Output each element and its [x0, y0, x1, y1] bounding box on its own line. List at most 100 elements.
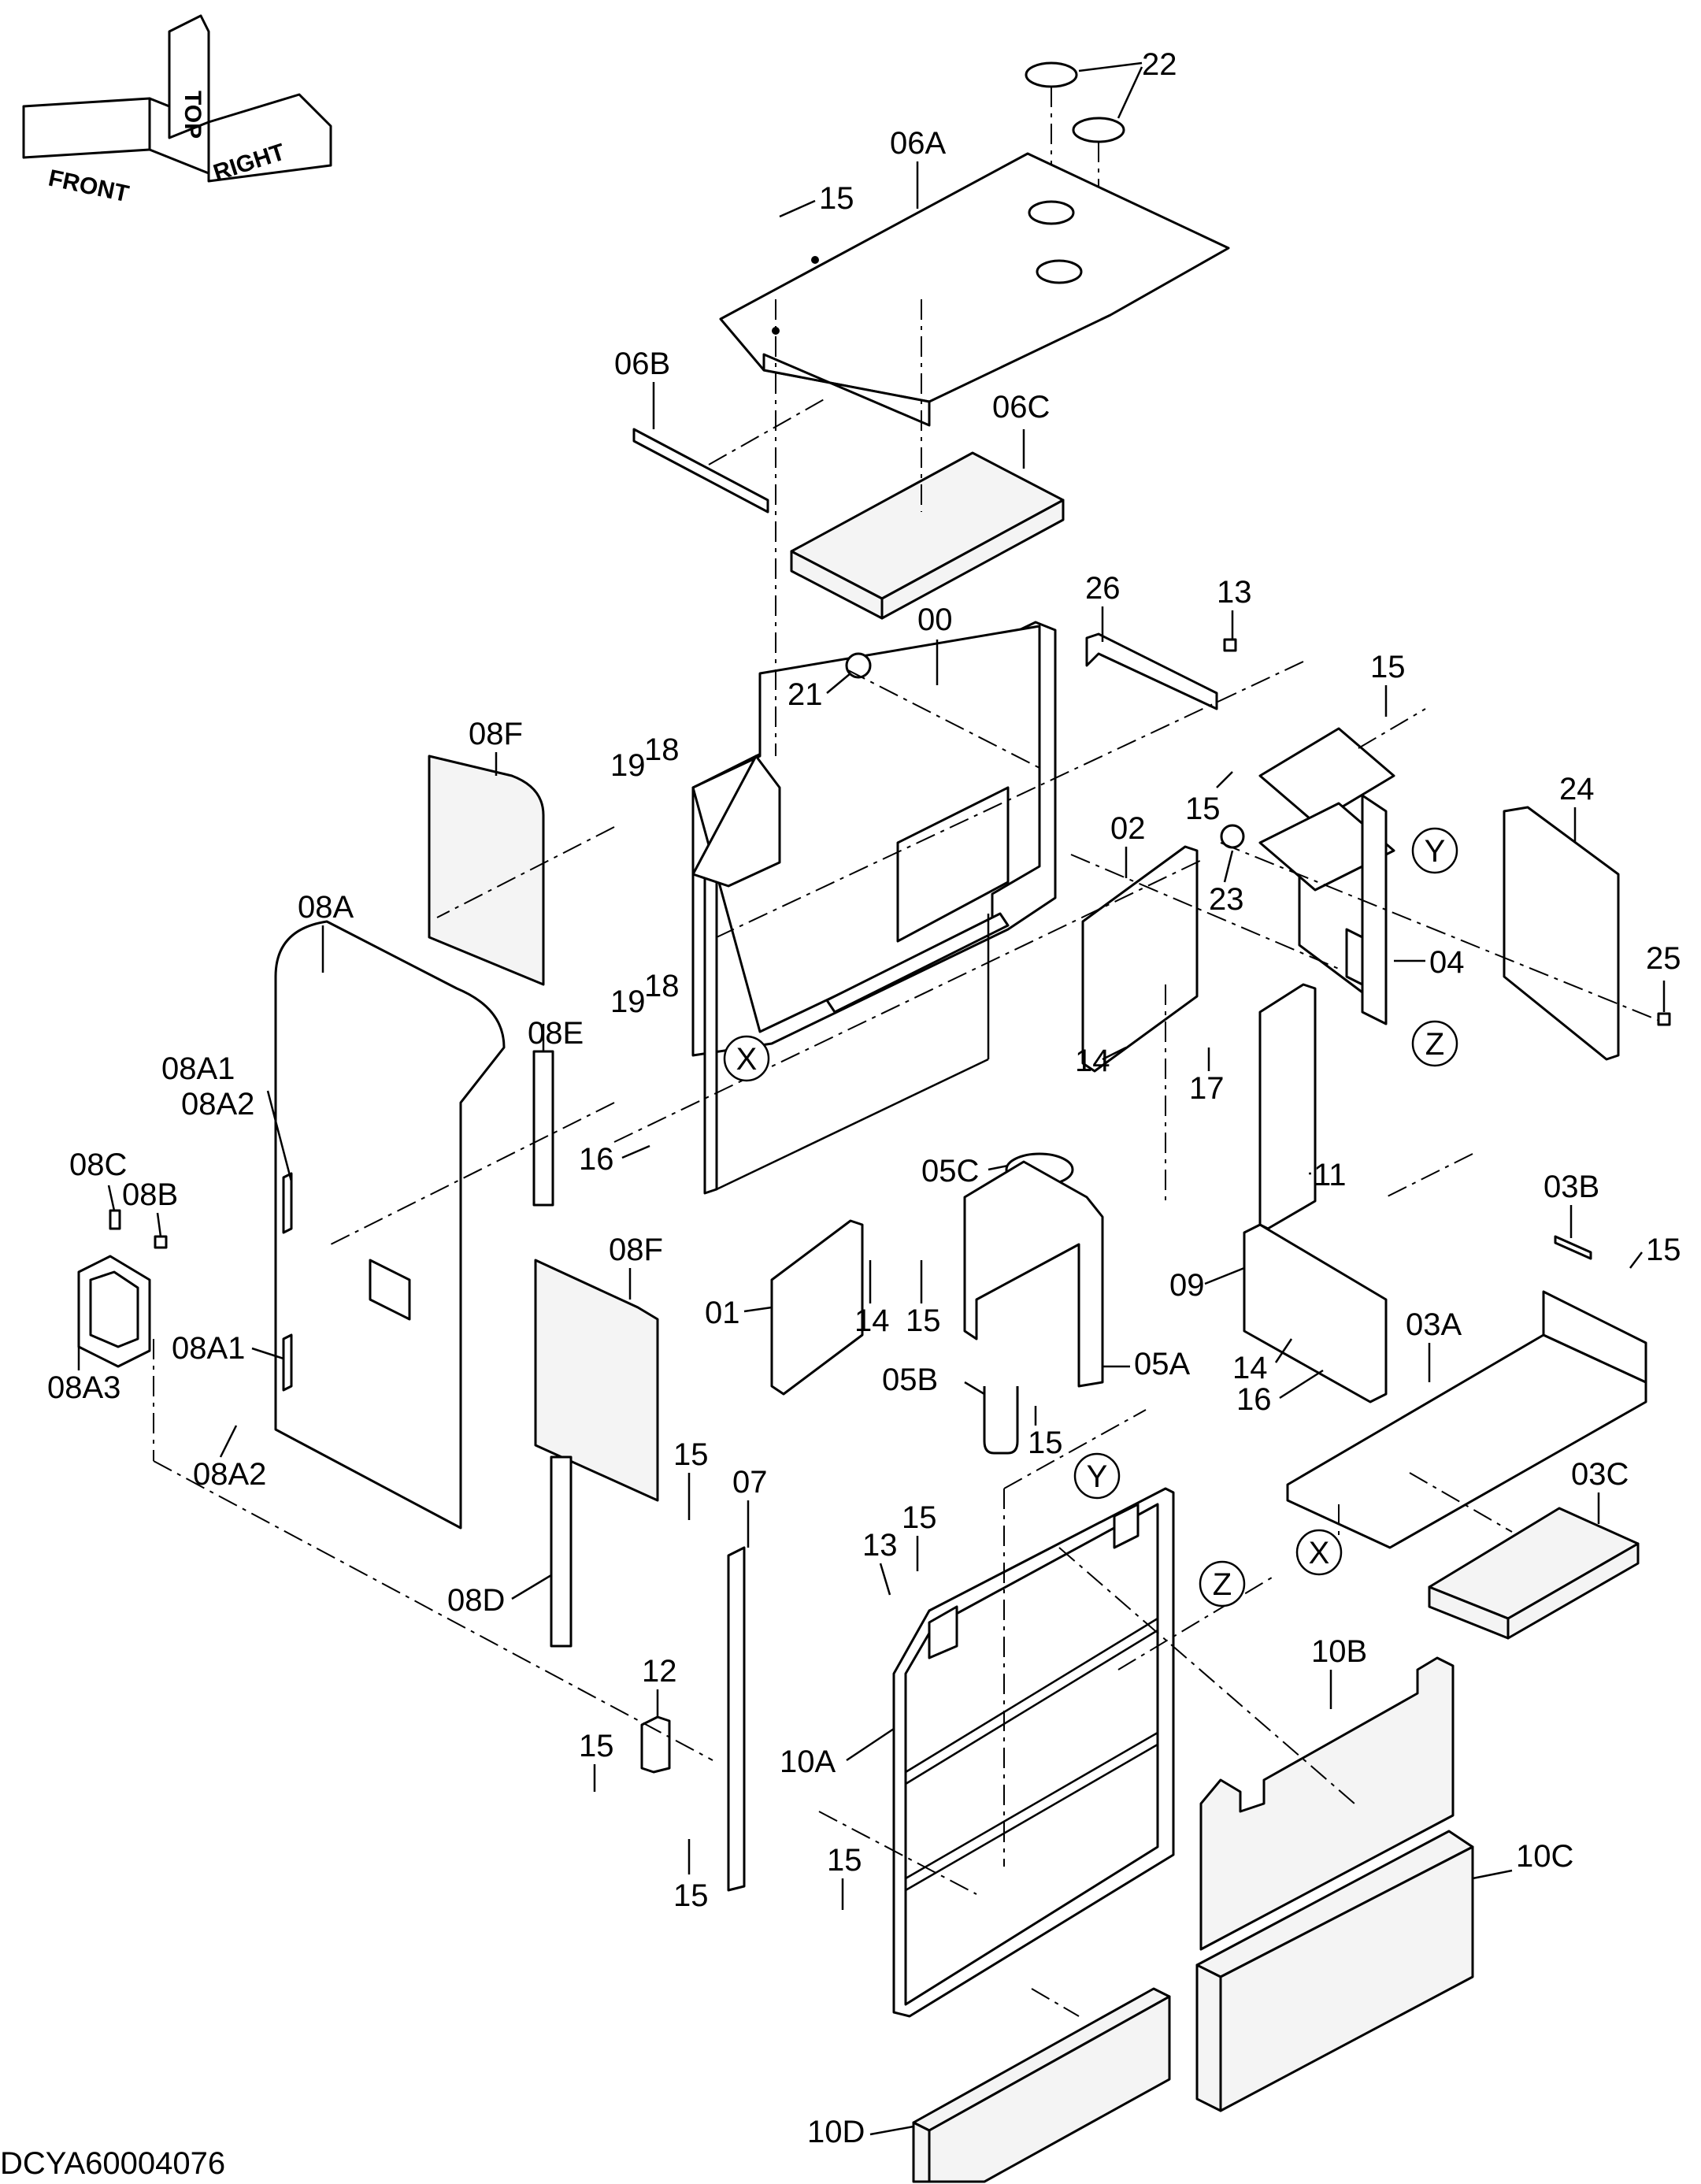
label-16-b: 16	[1236, 1382, 1272, 1417]
label-06C: 06C	[992, 390, 1050, 425]
label-05C: 05C	[921, 1154, 979, 1188]
label-19-b: 19	[610, 984, 646, 1019]
part-08F-pad-bottom	[534, 1259, 659, 1502]
label-08A2-a: 08A2	[181, 1087, 254, 1122]
part-08A-side-panel	[274, 920, 506, 1530]
label-15-e: 15	[906, 1303, 941, 1338]
label-16-a: 16	[579, 1142, 614, 1177]
part-11-bracket	[1258, 983, 1317, 1230]
label-03A: 03A	[1406, 1307, 1462, 1342]
callout-z-bottom: Z	[1199, 1560, 1246, 1607]
part-03C-pad	[1428, 1507, 1640, 1640]
part-03A-plate	[1286, 1290, 1647, 1549]
label-09: 09	[1169, 1268, 1205, 1303]
label-10C: 10C	[1516, 1839, 1573, 1874]
callout-y-top: Y	[1411, 827, 1458, 874]
part-04-bracket	[1258, 727, 1395, 1025]
label-08F-top: 08F	[469, 717, 523, 751]
label-08E: 08E	[528, 1016, 584, 1051]
label-15-j: 15	[673, 1878, 709, 1913]
part-06C-pad	[790, 451, 1065, 620]
part-26-bracket	[1085, 632, 1218, 710]
label-08A: 08A	[298, 890, 354, 925]
callout-z-label: Z	[1425, 1027, 1444, 1062]
orientation-front: FRONT	[46, 165, 132, 208]
label-10B: 10B	[1311, 1634, 1367, 1669]
label-12: 12	[642, 1654, 677, 1689]
part-21-washer	[845, 652, 872, 679]
label-17: 17	[1189, 1071, 1225, 1106]
part-02-plate	[1081, 845, 1199, 1073]
label-11: 11	[1314, 1158, 1347, 1192]
callout-z-top: Z	[1411, 1020, 1458, 1067]
label-15-b: 15	[1370, 650, 1406, 684]
part-06A-top-cover	[719, 152, 1230, 427]
label-26: 26	[1085, 571, 1121, 606]
label-10D: 10D	[807, 2115, 865, 2149]
part-labels: 22 06A 15 06B 06C 26 13 00 21 15 08F 19 …	[47, 47, 1681, 2149]
part-08D-strip	[550, 1455, 573, 1648]
label-10A: 10A	[780, 1745, 836, 1779]
label-23: 23	[1209, 882, 1244, 917]
label-05A: 05A	[1134, 1347, 1190, 1381]
label-13-a: 13	[1217, 575, 1252, 610]
part-08F-pad-top	[428, 755, 545, 986]
dash-06B	[708, 397, 828, 465]
label-02: 02	[1110, 811, 1146, 846]
part-01-plate	[770, 1219, 864, 1396]
orientation-indicator: FRONT TOP RIGHT	[22, 14, 332, 208]
label-21: 21	[788, 677, 823, 712]
orientation-top: TOP	[180, 91, 206, 139]
part-10B-foam	[1199, 1656, 1455, 1951]
label-24: 24	[1559, 772, 1595, 806]
callout-z-label-2: Z	[1213, 1567, 1232, 1602]
label-06A: 06A	[890, 126, 946, 161]
label-18-b: 18	[644, 969, 680, 1003]
part-09-plate	[1243, 1223, 1388, 1403]
part-10A-frame	[892, 1487, 1175, 2018]
label-18-a: 18	[644, 732, 680, 767]
label-15-g: 15	[673, 1437, 709, 1472]
label-05B: 05B	[882, 1363, 938, 1397]
part-05B-uclip	[983, 1386, 1019, 1455]
label-00: 00	[917, 603, 953, 637]
part-00-main-frame	[691, 621, 1057, 1195]
part-25-bolt	[1657, 1012, 1671, 1026]
label-15-d: 15	[1646, 1233, 1681, 1267]
label-04: 04	[1429, 945, 1465, 980]
label-08F-bottom: 08F	[609, 1233, 663, 1267]
label-08A1-b: 08A1	[172, 1331, 245, 1366]
label-01: 01	[705, 1296, 740, 1330]
callout-y-label: Y	[1425, 834, 1446, 869]
callout-x-top: X	[723, 1035, 770, 1082]
callout-y-label-2: Y	[1087, 1459, 1108, 1494]
label-15-a: 15	[819, 181, 854, 216]
label-14-c: 14	[1232, 1351, 1268, 1385]
part-08E-strip	[532, 1050, 554, 1207]
part-06B-strip	[632, 428, 769, 514]
label-07: 07	[732, 1465, 768, 1500]
callout-x-label: X	[736, 1042, 758, 1077]
label-14-b: 14	[854, 1303, 890, 1338]
part-22-caps	[1025, 61, 1143, 205]
label-03B: 03B	[1544, 1170, 1599, 1204]
part-10D-foam	[912, 1987, 1171, 2183]
label-15-h: 15	[902, 1500, 937, 1535]
callout-y-bottom: Y	[1073, 1452, 1121, 1500]
drawing-id: DCYA60004076	[0, 2146, 225, 2181]
part-13-bolt-top	[1223, 638, 1237, 652]
label-03C: 03C	[1571, 1457, 1629, 1492]
part-03B-strip	[1554, 1235, 1592, 1260]
callout-x-bottom: X	[1295, 1529, 1343, 1576]
part-07-strip	[727, 1546, 746, 1892]
part-24-cover	[1503, 806, 1620, 1061]
label-06B: 06B	[614, 347, 670, 381]
part-08C-clip	[109, 1209, 121, 1230]
label-08B: 08B	[122, 1177, 178, 1212]
label-15-i: 15	[579, 1729, 614, 1763]
label-08A2-b: 08A2	[193, 1457, 266, 1492]
label-19-a: 19	[610, 748, 646, 783]
part-08B-nut	[154, 1235, 168, 1249]
label-13-b: 13	[862, 1528, 898, 1563]
